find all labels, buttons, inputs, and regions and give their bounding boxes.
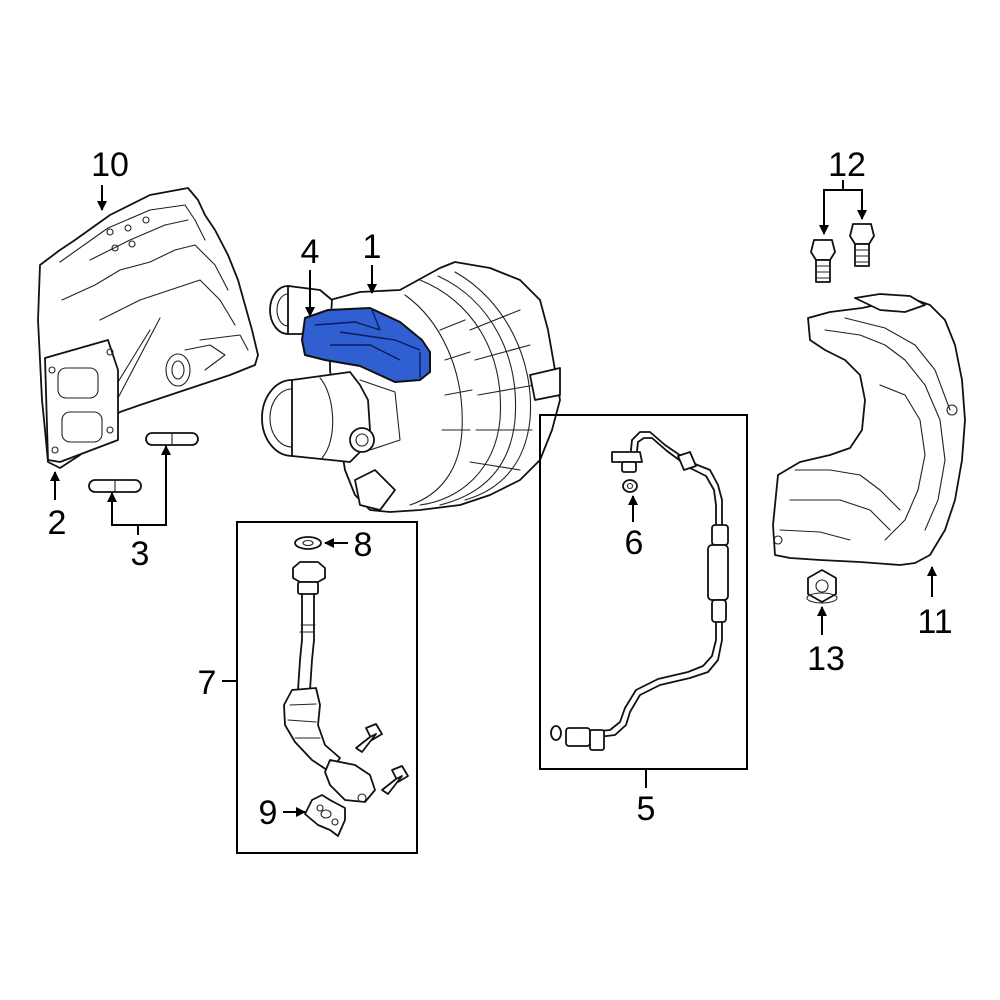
bolt-upper [355, 723, 383, 753]
highlighted-heat-shield-part-4 [301, 307, 431, 383]
flange-bolts [810, 223, 875, 283]
bolt-right [849, 223, 875, 267]
callout-12: 12 [828, 146, 866, 184]
seal-washer-lower [550, 725, 562, 741]
stud-pins [88, 432, 199, 493]
washer-8 [294, 536, 322, 550]
callout-11: 11 [917, 603, 952, 641]
oil-feed-line-box [539, 414, 748, 770]
gasket-9 [304, 794, 346, 837]
stud-lower [88, 479, 142, 493]
bolt-lower [381, 765, 409, 795]
callout-2: 2 [48, 504, 67, 542]
bolt-left [810, 239, 836, 283]
callout-4: 4 [301, 233, 320, 271]
callout-13: 13 [807, 640, 845, 678]
callout-3: 3 [131, 535, 150, 573]
callout-6: 6 [625, 524, 644, 562]
stud-upper [145, 432, 199, 446]
right-heat-shield [772, 293, 966, 566]
leader-lines [50, 180, 937, 817]
turbocharger [261, 261, 561, 513]
callout-7: 7 [198, 664, 217, 702]
oil-return-line [283, 536, 409, 837]
oil-return-line-box [236, 521, 418, 854]
callout-10: 10 [91, 146, 129, 184]
left-heat-shield [37, 187, 259, 469]
callout-5: 5 [637, 790, 656, 828]
callout-1: 1 [363, 228, 382, 266]
callout-labels: 1 2 3 4 5 6 7 8 9 10 11 12 13 [48, 146, 953, 832]
callout-9: 9 [259, 794, 278, 832]
seal-washer-6 [622, 479, 638, 493]
callout-8: 8 [354, 526, 373, 564]
flange-nut [806, 569, 838, 604]
oil-feed-line [550, 431, 729, 751]
